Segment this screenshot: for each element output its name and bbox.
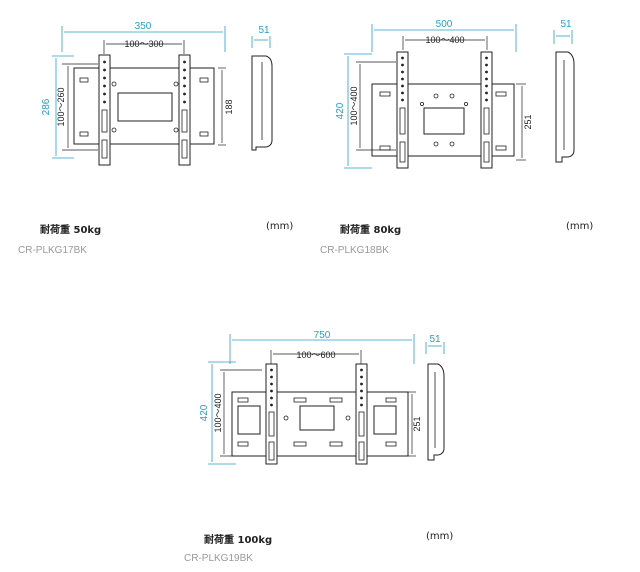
dim-vesa-horizontal-label: 100〜400 [425,35,464,45]
dim-vesa-horizontal-label: 100〜600 [296,350,335,360]
diagram-svg-2: 500 100〜400 51 420 100〜400 251 [335,19,575,169]
dim-height-label: 286 [41,98,52,115]
diagram-svg-3: 750 100〜600 51 420 100〜400 251 [199,330,445,465]
dim-height-label: 420 [199,404,210,421]
dim-plate-height-label: 188 [224,99,234,114]
diagram-cr-plkg18bk: 500 100〜400 51 420 100〜400 251 [330,0,640,180]
load-capacity-label: 耐荷重 80kg [340,225,402,236]
dim-depth-label: 51 [560,19,572,30]
dim-width-label: 750 [314,330,331,341]
dim-height-label: 420 [335,102,346,119]
diagram-cr-plkg17bk: 350 100〜300 51 286 100〜260 188 [0,0,310,180]
model-number: CR-PLKG18BK [320,245,389,256]
dim-vesa-vertical-label: 100〜260 [56,87,66,126]
load-capacity-label: 耐荷重 100kg [204,535,273,546]
dim-width-label: 350 [135,21,152,32]
unit-label: (mm) [566,221,594,232]
dim-plate-height-label: 251 [523,114,533,129]
dim-width-label: 500 [436,19,453,30]
dim-vesa-vertical-label: 100〜400 [213,393,223,432]
dim-plate-height-label: 251 [412,416,422,431]
unit-label: (mm) [266,221,294,232]
model-number: CR-PLKG17BK [18,245,87,256]
unit-label: (mm) [426,531,454,542]
diagram-cr-plkg19bk: 750 100〜600 51 420 100〜400 251 [190,330,470,470]
dim-depth-label: 51 [258,25,270,36]
dim-vesa-horizontal-label: 100〜300 [124,39,163,49]
dim-depth-label: 51 [429,334,441,345]
dim-vesa-vertical-label: 100〜400 [349,86,359,125]
model-number: CR-PLKG19BK [184,553,253,564]
diagram-svg-1: 350 100〜300 51 286 100〜260 188 [41,21,273,166]
load-capacity-label: 耐荷重 50kg [40,225,102,236]
